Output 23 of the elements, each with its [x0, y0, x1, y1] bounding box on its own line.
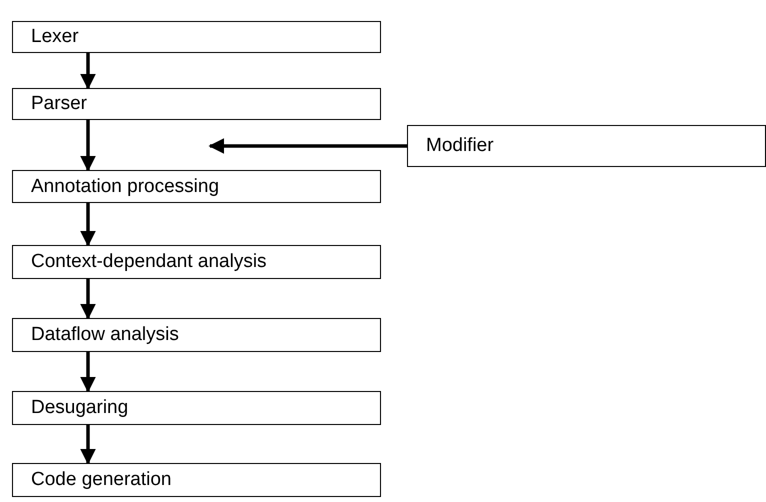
- process-box: [407, 125, 766, 167]
- step-label: Lexer: [31, 26, 79, 48]
- arrow: [208, 138, 407, 154]
- process-box: [12, 245, 381, 279]
- arrow: [80, 279, 96, 320]
- arrow: [80, 352, 96, 393]
- process-box: [12, 21, 381, 53]
- step-label: Modifier: [426, 135, 494, 157]
- step-label: Dataflow analysis: [31, 324, 179, 346]
- arrow: [80, 203, 96, 247]
- arrow: [80, 425, 96, 465]
- step-label: Context-dependant analysis: [31, 251, 267, 273]
- process-box: [12, 391, 381, 425]
- step-label: Annotation processing: [31, 176, 220, 198]
- process-box: [12, 463, 381, 497]
- step-label: Parser: [31, 93, 87, 115]
- arrow: [80, 53, 96, 90]
- step-label: Desugaring: [31, 397, 128, 419]
- arrow: [80, 120, 96, 172]
- process-box: [12, 170, 381, 203]
- process-box: [12, 88, 381, 120]
- step-label: Code generation: [31, 469, 172, 491]
- process-box: [12, 318, 381, 352]
